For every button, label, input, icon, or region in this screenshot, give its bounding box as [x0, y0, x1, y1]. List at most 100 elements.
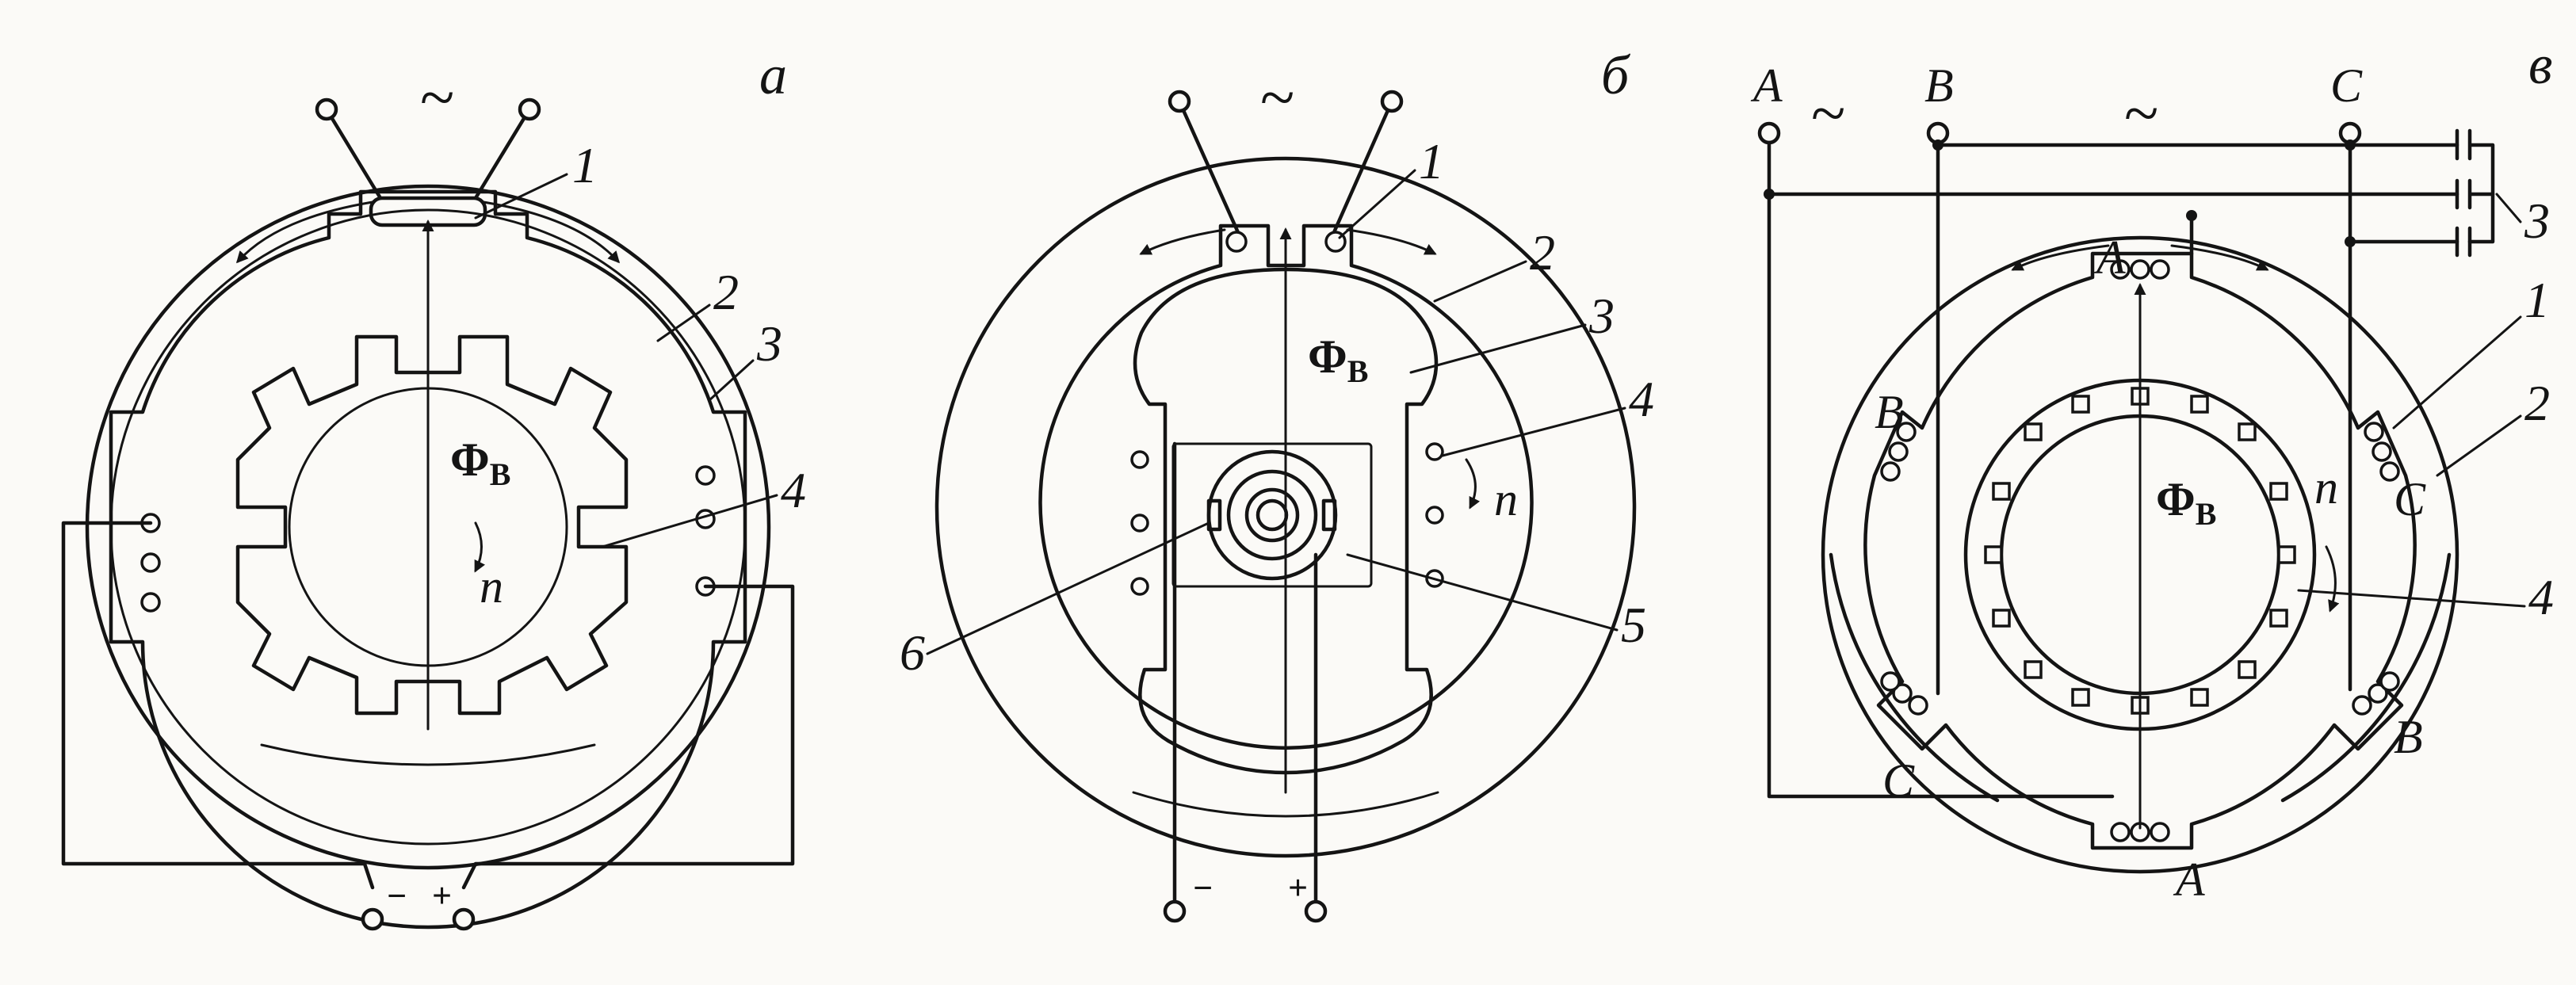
brush-right	[1321, 498, 1337, 532]
ac-terminal-left	[315, 97, 338, 121]
brush-left	[1206, 498, 1222, 532]
callout-3: 3	[1588, 288, 1615, 344]
flux-arrow-right	[1346, 228, 1437, 255]
flux-arrow-left	[235, 200, 374, 264]
conductor	[140, 552, 161, 573]
rotor-core	[1133, 267, 1439, 775]
pole-label-b-left: B	[1875, 386, 1904, 438]
dc-lead-minus	[61, 521, 375, 890]
callout-3-leader	[708, 359, 755, 402]
callout-1: 1	[572, 137, 598, 193]
phase-label-c: C	[2330, 59, 2363, 112]
flux-arrow-right	[2170, 244, 2269, 271]
dc-plus-label: +	[1288, 869, 1308, 907]
ac-lead-right	[1329, 99, 1394, 240]
panel-b: б ~ −	[900, 45, 1654, 923]
dc-terminal-minus	[1163, 899, 1187, 923]
phase-a-bus	[1767, 140, 2115, 799]
dc-minus-label: −	[387, 876, 407, 915]
callout-1-leader	[1338, 169, 1416, 239]
callout-3-leader	[2495, 193, 2522, 223]
capacitor-bank	[2455, 128, 2495, 258]
stator-frame	[85, 184, 771, 870]
callout-5: 5	[1621, 597, 1646, 653]
rotation-label: n	[1494, 473, 1518, 525]
callout-4: 4	[2528, 569, 2554, 625]
callout-3: 3	[756, 315, 782, 372]
callout-2: 2	[713, 264, 739, 320]
junction	[1932, 139, 1943, 151]
conductor	[140, 592, 161, 613]
ac-symbol: ~	[1260, 63, 1294, 133]
callout-6-leader	[926, 521, 1210, 655]
callout-6: 6	[900, 624, 925, 681]
rotation-arrow	[1465, 458, 1481, 510]
callout-4-leader	[1441, 407, 1626, 457]
panel-a: а ~ − +	[61, 45, 806, 931]
stator-inner-edge	[109, 208, 747, 846]
ac-lead-left	[324, 107, 383, 200]
callout-2-leader	[2436, 414, 2522, 477]
callout-4-leader	[2297, 589, 2526, 608]
outer-arc-left	[1829, 552, 2000, 803]
junction	[1764, 189, 1775, 200]
ac-lead-left	[1177, 99, 1243, 240]
rotation-arrow	[2325, 545, 2340, 613]
stator-core	[1863, 251, 2417, 850]
conductor	[1425, 442, 1444, 461]
conductor	[1130, 450, 1149, 469]
junction	[2345, 236, 2356, 247]
ac-terminal-right	[1380, 90, 1404, 113]
callout-2-leader	[1433, 260, 1527, 303]
pole-label-a-top: A	[2093, 231, 2126, 284]
callout-4: 4	[1629, 371, 1654, 427]
outer-arc-right	[2280, 552, 2452, 803]
ac-terminal-left	[1168, 90, 1191, 113]
ac-symbol: ~	[2124, 79, 2158, 149]
conductor	[695, 465, 716, 486]
shaft	[1244, 487, 1300, 543]
flux-arrow-left	[1139, 228, 1226, 255]
callout-2-leader	[656, 304, 711, 342]
callout-2: 2	[1530, 224, 1555, 281]
panel-c: в ~ ~ A B C 3	[1750, 35, 2554, 906]
rotor-core	[235, 334, 629, 716]
flux-return	[1132, 791, 1439, 818]
pole-label-b-right: B	[2394, 711, 2423, 763]
callout-5-leader	[1346, 553, 1619, 632]
panel-label-b: б	[1601, 45, 1631, 106]
conductor	[1130, 577, 1149, 596]
callout-3-leader	[1409, 323, 1587, 374]
flux-label: ΦВ	[2156, 473, 2216, 532]
slip-ring	[1226, 469, 1318, 561]
callout-1-leader	[2392, 315, 2522, 430]
dc-plus-label: +	[432, 876, 452, 915]
conductor	[1130, 513, 1149, 533]
callout-1-leader	[474, 173, 568, 220]
pole-label-c-right: C	[2394, 473, 2426, 525]
callout-4: 4	[781, 462, 806, 518]
phase-label-a: A	[1750, 59, 1783, 112]
dc-minus-label: −	[1193, 869, 1213, 907]
flux-arrow-left	[2011, 244, 2110, 271]
ac-terminal-right	[518, 97, 541, 121]
junction	[2186, 210, 2197, 221]
callout-1: 1	[1419, 133, 1444, 189]
phase-label-b: B	[1924, 59, 1954, 112]
stator-frame	[1821, 235, 2459, 874]
conductor	[1425, 506, 1444, 525]
dc-lead-plus	[461, 584, 795, 890]
dc-terminal-plus	[1304, 899, 1328, 923]
rotation-label: n	[2314, 461, 2338, 513]
ac-lead-right	[473, 107, 532, 200]
pole-label-c-left: C	[1882, 754, 1915, 807]
phase-terminal-a	[1757, 121, 1781, 145]
shaft-core	[1256, 498, 1289, 532]
flux-label: ΦВ	[1308, 330, 1368, 389]
dc-terminal-minus	[361, 907, 384, 931]
flux-arrow-right	[482, 200, 621, 264]
dc-terminal-plus	[452, 907, 476, 931]
pole-label-a-bottom: A	[2173, 853, 2205, 906]
